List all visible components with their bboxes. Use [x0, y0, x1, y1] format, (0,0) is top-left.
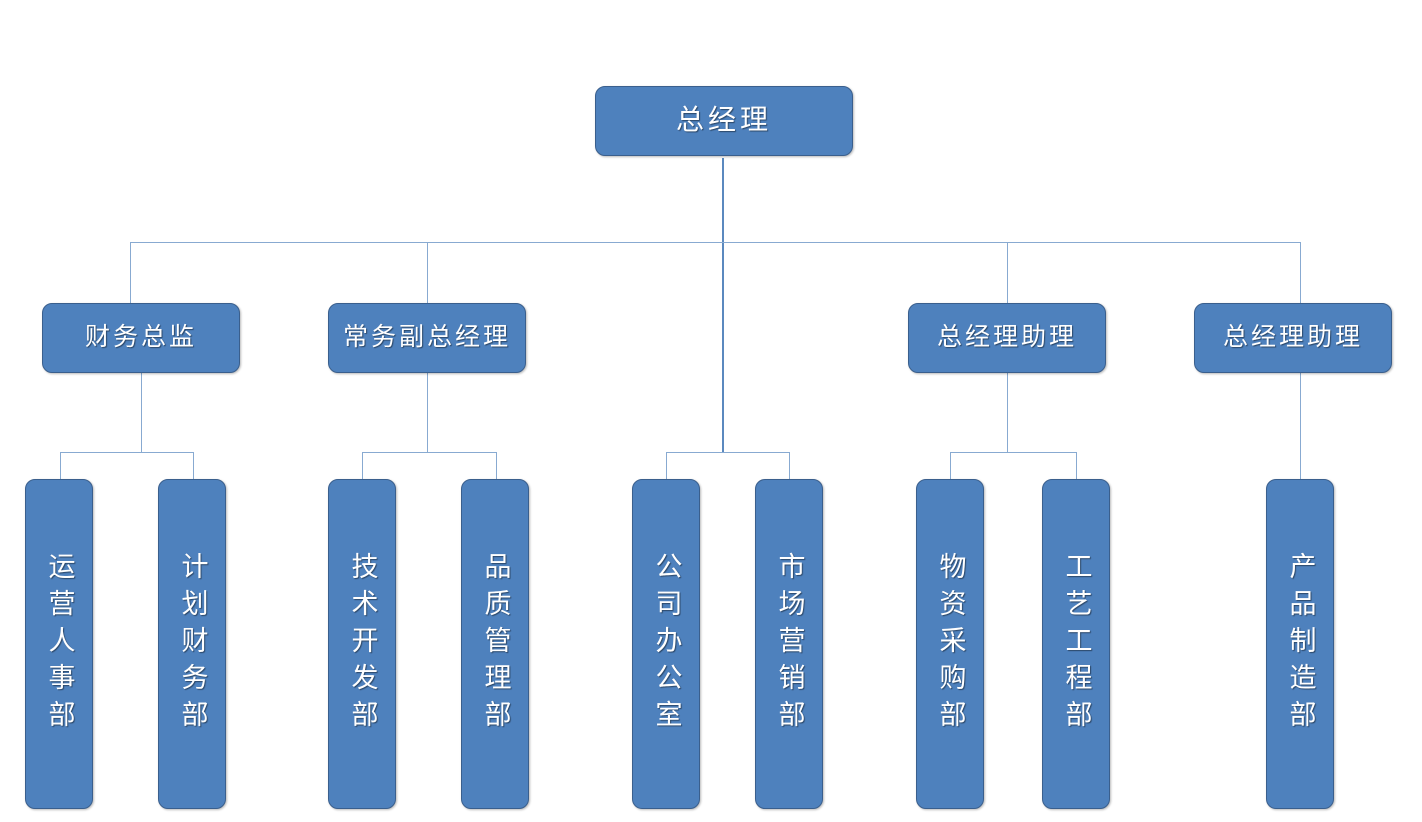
node-cfo-label: 财务总监: [84, 323, 197, 351]
node-assistant1[interactable]: 总经理助理: [908, 303, 1106, 373]
node-evpgm[interactable]: 常务副总经理: [328, 303, 526, 373]
node-dept-tech-dev[interactable]: 技术开发部: [328, 479, 396, 809]
node-cfo[interactable]: 财务总监: [42, 303, 240, 373]
node-dept-office[interactable]: 公司办公室: [632, 479, 700, 809]
node-assistant2[interactable]: 总经理助理: [1194, 303, 1392, 373]
node-evpgm-label: 常务副总经理: [342, 323, 511, 351]
node-dept-marketing-label: 市场营销部: [774, 551, 805, 737]
node-dept-purchasing[interactable]: 物资采购部: [916, 479, 984, 809]
node-dept-plan-fin-label: 计划财务部: [177, 551, 208, 737]
node-dept-ops-hr-label: 运营人事部: [44, 551, 75, 737]
connector-drop-quality: [496, 452, 497, 480]
connector-drop-assistant2: [1300, 242, 1301, 303]
connector-drop-purchasing: [950, 452, 951, 480]
connector-drop-plan-fin: [193, 452, 194, 480]
node-dept-quality-label: 品质管理部: [480, 551, 511, 737]
connector-bus-assistant1: [950, 452, 1077, 453]
node-dept-purchasing-label: 物资采购部: [935, 551, 966, 737]
connector-drop-marketing: [789, 452, 790, 480]
connector-stem-evpgm: [427, 373, 428, 452]
connector-drop-cfo: [130, 242, 131, 303]
node-dept-quality[interactable]: 品质管理部: [461, 479, 529, 809]
node-dept-ops-hr[interactable]: 运营人事部: [25, 479, 93, 809]
node-gm-label: 总经理: [675, 105, 772, 137]
connector-drop-assistant1: [1007, 242, 1008, 303]
connector-drop-ops-hr: [60, 452, 61, 480]
node-dept-office-label: 公司办公室: [651, 551, 682, 737]
node-assistant2-label: 总经理助理: [1222, 323, 1363, 351]
node-dept-manufacturing[interactable]: 产品制造部: [1266, 479, 1334, 809]
connector-drop-process-eng: [1076, 452, 1077, 480]
connector-bus-cfo: [60, 452, 194, 453]
connector-stem-assistant1: [1007, 373, 1008, 452]
node-dept-tech-dev-label: 技术开发部: [347, 551, 378, 737]
connector-stem-cfo: [141, 373, 142, 452]
connector-level2-bus: [130, 242, 1301, 243]
node-dept-manufacturing-label: 产品制造部: [1285, 551, 1316, 737]
node-dept-process-eng-label: 工艺工程部: [1061, 551, 1092, 737]
connector-drop-evpgm: [427, 242, 428, 303]
node-assistant1-label: 总经理助理: [936, 323, 1077, 351]
connector-drop-tech-dev: [362, 452, 363, 480]
connector-root-trunk: [722, 158, 724, 452]
node-dept-marketing[interactable]: 市场营销部: [755, 479, 823, 809]
node-dept-process-eng[interactable]: 工艺工程部: [1042, 479, 1110, 809]
connector-bus-evpgm: [362, 452, 497, 453]
node-dept-plan-fin[interactable]: 计划财务部: [158, 479, 226, 809]
node-gm[interactable]: 总经理: [595, 86, 853, 156]
connector-stem-assistant2: [1300, 373, 1301, 480]
connector-drop-office: [666, 452, 667, 480]
connector-bus-gm-center: [666, 452, 790, 453]
